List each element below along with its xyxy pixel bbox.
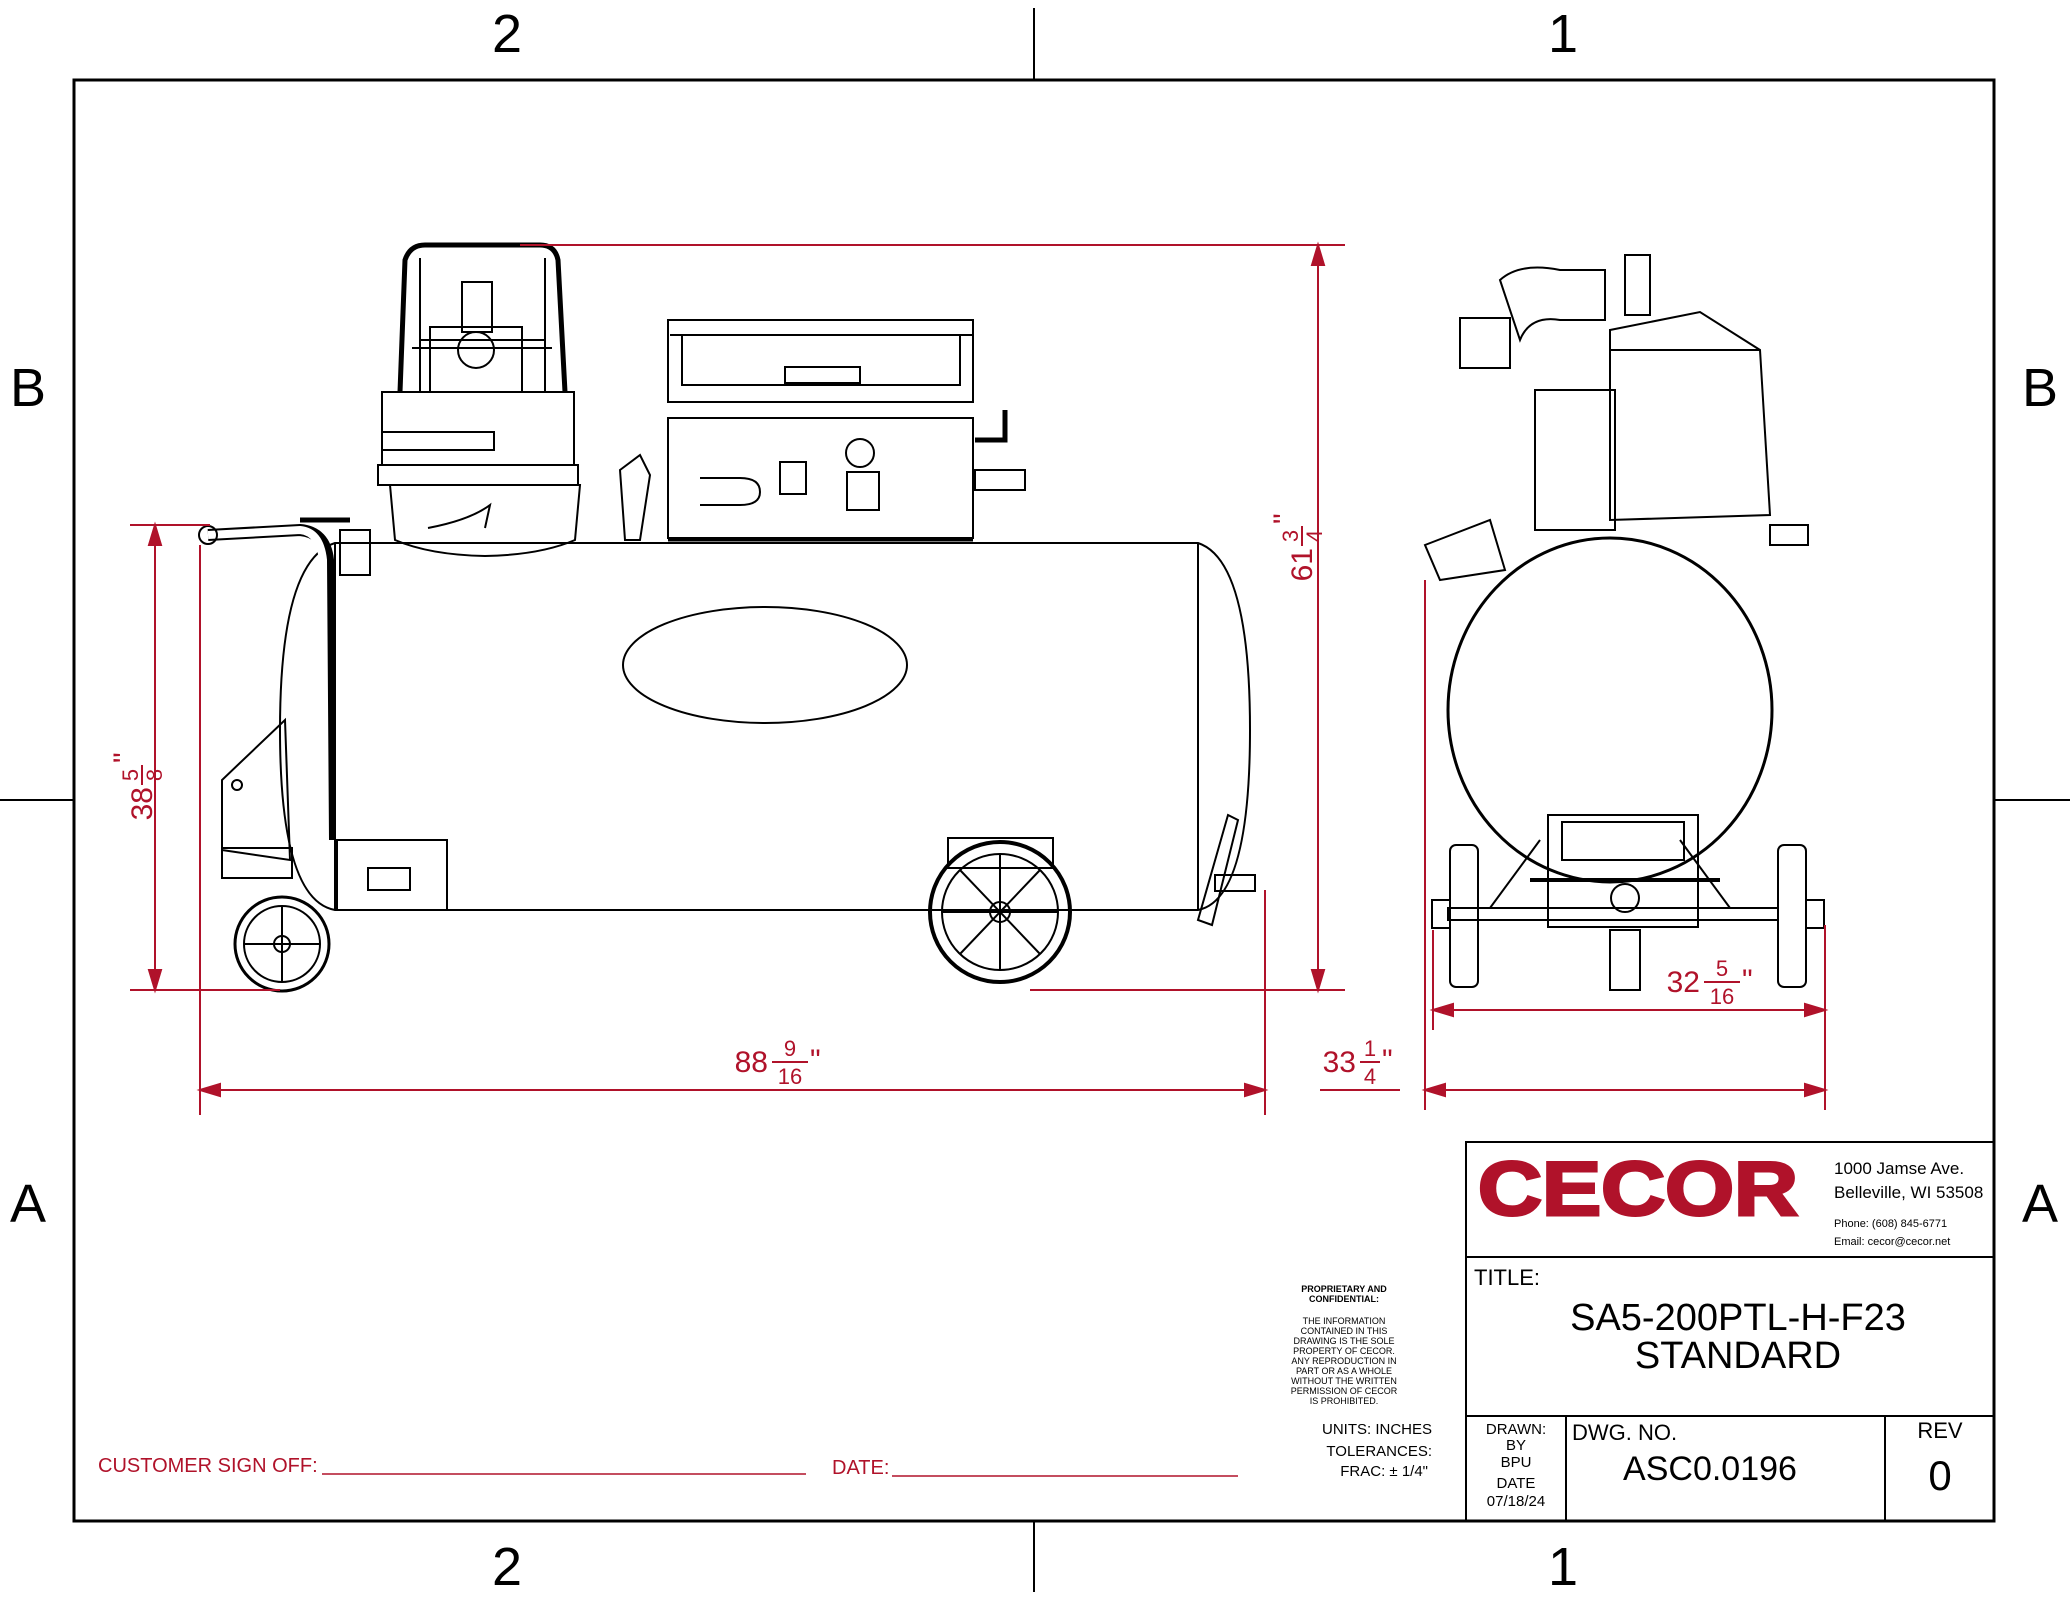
end-separator: [1534, 389, 1616, 531]
zone-bottom-2: 2: [492, 1537, 522, 1597]
cecor-logo: CECOR: [1478, 1147, 1798, 1232]
tank-oval-label: [622, 606, 908, 724]
svg-text:16: 16: [1710, 984, 1734, 1009]
dimensions: [130, 241, 1829, 1115]
svg-text:33: 33: [1323, 1046, 1356, 1079]
rev-label: REV: [1917, 1418, 1963, 1443]
dim-label-width-overall: 33 1 4 ": [1323, 1036, 1393, 1089]
tank-body: [278, 542, 1252, 911]
zone-top-1: 1: [1548, 4, 1578, 64]
svg-text:": ": [810, 1044, 821, 1077]
dim-label-length: 88 9 16 ": [735, 1036, 821, 1089]
dwg-no: ASC0.0196: [1623, 1450, 1797, 1488]
rev-value: 0: [1928, 1452, 1951, 1499]
svg-text:IS PROHIBITED.: IS PROHIBITED.: [1310, 1396, 1379, 1406]
end-elbow: [1498, 266, 1606, 343]
svg-text:": ": [1742, 964, 1753, 997]
drawn-label: DRAWN:: [1486, 1421, 1546, 1438]
svg-text:1: 1: [1364, 1036, 1376, 1061]
proprietary-heading-1: PROPRIETARY AND: [1301, 1284, 1387, 1294]
separator-housing: [381, 391, 575, 466]
svg-text:88: 88: [735, 1046, 768, 1079]
svg-text:PROPERTY OF CECOR.: PROPERTY OF CECOR.: [1293, 1346, 1395, 1356]
dim-label-width-wheels: 32 5 16 ": [1667, 956, 1753, 1009]
end-wheel-left: [1449, 844, 1479, 988]
main-wheel: [928, 840, 1072, 984]
proprietary-body: THE INFORMATION CONTAINED IN THIS DRAWIN…: [1291, 1316, 1398, 1406]
handle-valve: [339, 529, 371, 576]
svg-text:4: 4: [1364, 1064, 1376, 1089]
company-email: Email: cecor@cecor.net: [1834, 1236, 1950, 1248]
end-pump-profile: [1609, 310, 1772, 522]
tow-handle: [207, 523, 336, 841]
dim-label-height-total: 61 3 4 ": [1268, 513, 1327, 581]
end-inlet: [1423, 518, 1507, 582]
svg-text:WITHOUT THE WRITTEN: WITHOUT THE WRITTEN: [1291, 1376, 1397, 1386]
zone-top-2: 2: [492, 4, 522, 64]
units-note: UNITS: INCHES: [1322, 1421, 1432, 1438]
svg-text:5: 5: [118, 769, 143, 781]
svg-text:": ": [1268, 513, 1301, 524]
svg-text:": ": [108, 752, 141, 763]
svg-text:": ": [1382, 1044, 1393, 1077]
end-view: [1423, 254, 1825, 991]
company-address-2: Belleville, WI 53508: [1834, 1183, 1983, 1202]
frac-note: FRAC: ± 1/4": [1340, 1463, 1428, 1480]
zone-right-a: A: [2022, 1174, 2058, 1234]
side-view: [198, 242, 1256, 993]
title-block: [1465, 1141, 1995, 1522]
svg-text:PART OR AS A WHOLE: PART OR AS A WHOLE: [1296, 1366, 1392, 1376]
end-wheel-right: [1777, 844, 1807, 988]
svg-text:5: 5: [1716, 956, 1728, 981]
svg-text:THE INFORMATION: THE INFORMATION: [1303, 1316, 1386, 1326]
drain-valve: [1196, 813, 1240, 927]
customer-signoff-label: CUSTOMER SIGN OFF:: [98, 1455, 318, 1477]
svg-text:4: 4: [1302, 530, 1327, 542]
company-address-1: 1000 Jamse Ave.: [1834, 1159, 1964, 1178]
dim-label-height-side: 38 5 8 ": [108, 752, 167, 820]
tolerances-note: TOLERANCES:: [1326, 1443, 1432, 1460]
caster-wheel: [233, 895, 331, 993]
zone-bottom-1: 1: [1548, 1537, 1578, 1597]
zone-left-b: B: [10, 358, 46, 418]
end-center-box: [1547, 814, 1699, 928]
svg-text:PERMISSION OF CECOR: PERMISSION OF CECOR: [1291, 1386, 1398, 1396]
date-label: DATE: [1497, 1475, 1536, 1492]
caster-bracket: [221, 717, 292, 862]
separator-dome: [388, 484, 582, 558]
svg-text:ANY REPRODUCTION IN: ANY REPRODUCTION IN: [1291, 1356, 1396, 1366]
lower-box: [336, 839, 448, 911]
pump-top: [667, 319, 974, 403]
svg-text:9: 9: [784, 1036, 796, 1061]
drawn-by: BPU: [1501, 1454, 1532, 1471]
svg-text:8: 8: [142, 769, 167, 781]
title-label: TITLE:: [1474, 1265, 1540, 1290]
by-label: BY: [1506, 1437, 1526, 1454]
dwg-no-label: DWG. NO.: [1572, 1420, 1677, 1445]
zone-left-a: A: [10, 1174, 46, 1234]
svg-text:3: 3: [1278, 530, 1303, 542]
vent-valve: [618, 453, 652, 541]
pump-housing: [667, 417, 974, 539]
drawing-title-1: SA5-200PTL-H-F23: [1570, 1297, 1906, 1339]
svg-text:16: 16: [778, 1064, 802, 1089]
proprietary-heading-2: CONFIDENTIAL:: [1309, 1294, 1379, 1304]
tank-end: [1446, 536, 1774, 884]
separator-frame: [397, 242, 568, 393]
company-phone: Phone: (608) 845-6771: [1834, 1218, 1947, 1230]
svg-text:CONTAINED IN THIS: CONTAINED IN THIS: [1301, 1326, 1388, 1336]
signoff-date-label: DATE:: [832, 1457, 889, 1479]
svg-text:61: 61: [1286, 548, 1319, 581]
drawn-date: 07/18/24: [1487, 1493, 1545, 1510]
axle: [1447, 907, 1779, 921]
svg-text:38: 38: [126, 787, 159, 820]
svg-text:DRAWING IS THE SOLE: DRAWING IS THE SOLE: [1293, 1336, 1394, 1346]
drawing-title-2: STANDARD: [1635, 1335, 1841, 1377]
zone-right-b: B: [2022, 358, 2058, 418]
svg-text:32: 32: [1667, 966, 1700, 999]
